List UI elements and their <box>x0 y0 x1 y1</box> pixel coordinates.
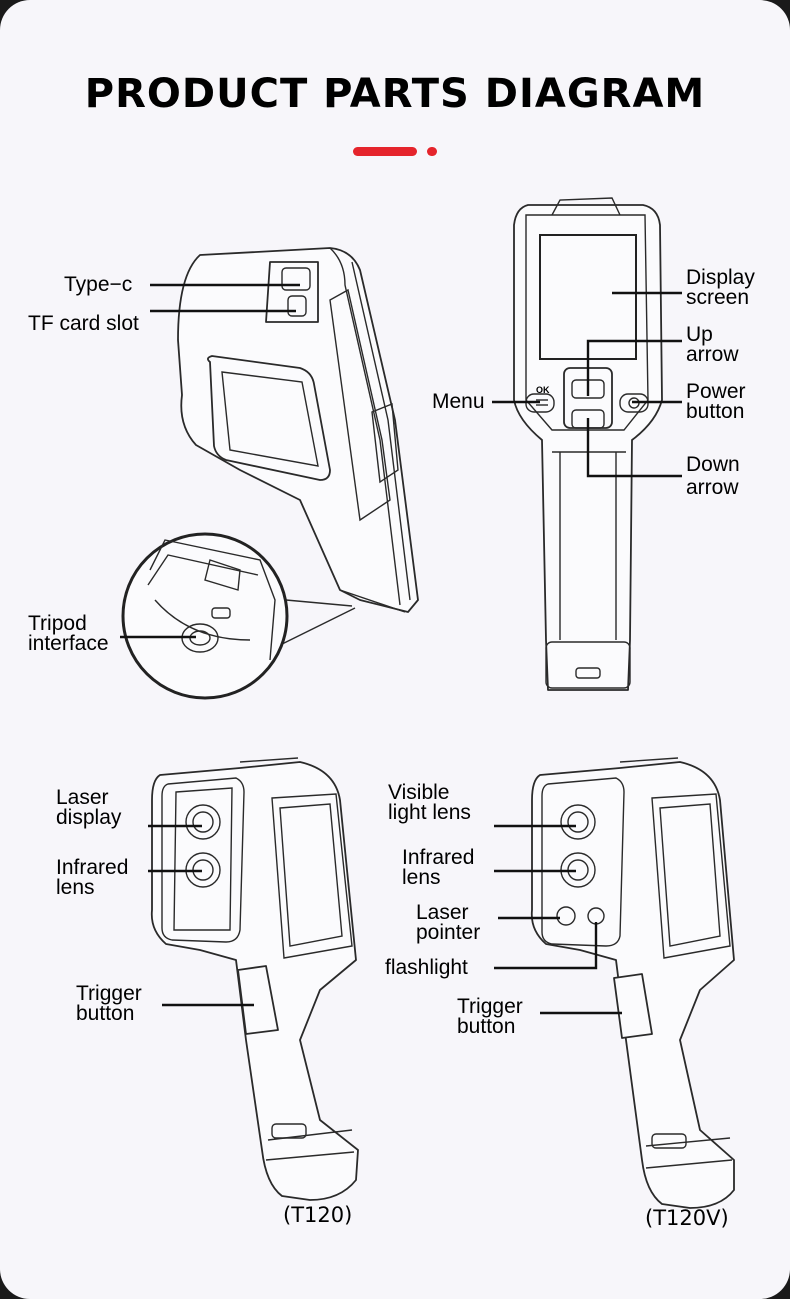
device-t120v-view <box>530 757 735 1209</box>
label-type-c: Type−c <box>64 273 133 296</box>
label-power-button: Power button <box>686 380 746 423</box>
label-visible-light-lens: Visible light lens <box>388 781 471 824</box>
tripod-zoom-view <box>121 532 356 700</box>
device-side-view <box>177 247 419 613</box>
page-title: PRODUCT PARTS DIAGRAM <box>84 71 706 117</box>
label-tripod-interface: Tripod interface <box>28 612 109 655</box>
ok-mark: OK <box>536 385 550 395</box>
device-t120-view <box>150 757 359 1201</box>
title-accent-dot <box>427 147 437 156</box>
label-flashlight: flashlight <box>385 956 468 979</box>
model-label-t120: (T120) <box>283 1203 353 1227</box>
label-menu: Menu <box>432 390 485 413</box>
label-infrared-lens-t120: Infrared lens <box>56 856 129 899</box>
label-laser-pointer: Laser pointer <box>416 901 481 944</box>
label-laser-display: Laser display <box>56 786 122 829</box>
label-display-screen: Display screen <box>686 266 755 309</box>
model-label-t120v: (T120V) <box>645 1206 729 1230</box>
label-trigger-button-t120: Trigger button <box>76 982 142 1025</box>
label-tf-card-slot: TF card slot <box>28 312 139 335</box>
label-infrared-lens-t120v: Infrared lens <box>402 846 475 889</box>
label-trigger-button-t120v: Trigger button <box>457 995 523 1038</box>
callout-lines <box>120 283 682 1015</box>
label-up-arrow: Up arrow <box>686 323 739 366</box>
label-down-arrow: Down arrow <box>686 453 740 499</box>
title-accent-bar <box>353 147 417 156</box>
